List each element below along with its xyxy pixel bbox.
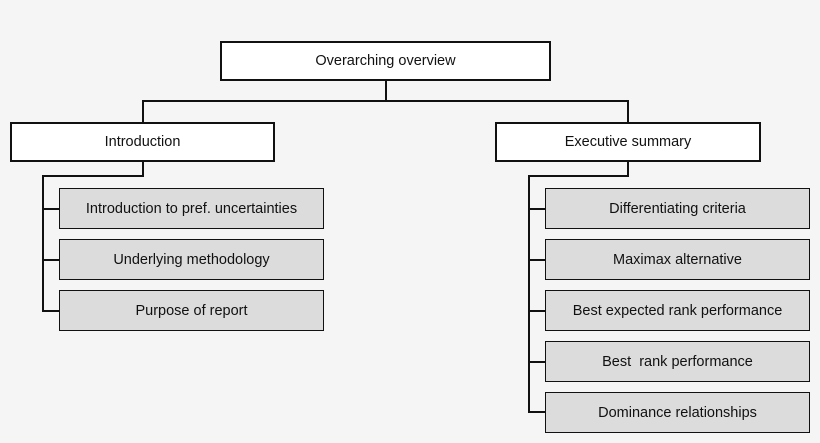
left-child-label-1: Introduction to pref. uncertainties bbox=[85, 200, 298, 217]
connector-right-child-1 bbox=[528, 208, 546, 210]
executive-summary-node-label: Executive summary bbox=[564, 134, 692, 150]
connector-left-child-3 bbox=[42, 310, 60, 312]
connector-root-down bbox=[385, 80, 387, 101]
connector-to-introduction bbox=[142, 100, 144, 122]
left-child-label-2: Underlying methodology bbox=[113, 251, 270, 268]
connector-executive-summary-elbow bbox=[528, 175, 629, 177]
connector-right-child-2 bbox=[528, 259, 546, 261]
connector-left-child-1 bbox=[42, 208, 60, 210]
left-child-label-3: Purpose of report bbox=[135, 302, 248, 319]
connector-right-child-3 bbox=[528, 310, 546, 312]
right-child-label-3: Best expected rank performance bbox=[572, 302, 783, 319]
connector-introduction-spine bbox=[42, 175, 44, 312]
right-child-node-4: Best rank performance bbox=[545, 341, 810, 382]
right-child-label-1: Differentiating criteria bbox=[609, 200, 746, 217]
left-child-node-1: Introduction to pref. uncertainties bbox=[59, 188, 324, 229]
right-child-label-2: Maximax alternative bbox=[613, 251, 742, 268]
connector-introduction-elbow bbox=[42, 175, 144, 177]
root-node-label: Overarching overview bbox=[315, 53, 456, 69]
introduction-node-label: Introduction bbox=[104, 134, 181, 150]
connector-to-executive-summary bbox=[627, 100, 629, 122]
left-child-node-3: Purpose of report bbox=[59, 290, 324, 331]
connector-top-bar bbox=[142, 100, 629, 102]
connector-introduction-stem bbox=[142, 161, 144, 176]
connector-right-child-4 bbox=[528, 361, 546, 363]
connector-left-child-2 bbox=[42, 259, 60, 261]
connector-executive-summary-stem bbox=[627, 161, 629, 176]
connector-executive-summary-spine bbox=[528, 175, 530, 413]
right-child-node-2: Maximax alternative bbox=[545, 239, 810, 280]
right-child-label-4: Best rank performance bbox=[602, 353, 753, 370]
right-child-label-5: Dominance relationships bbox=[598, 404, 757, 421]
root-node: Overarching overview bbox=[220, 41, 551, 81]
right-child-node-3: Best expected rank performance bbox=[545, 290, 810, 331]
connector-right-child-5 bbox=[528, 411, 546, 413]
left-child-node-2: Underlying methodology bbox=[59, 239, 324, 280]
right-child-node-1: Differentiating criteria bbox=[545, 188, 810, 229]
introduction-node: Introduction bbox=[10, 122, 275, 162]
right-child-node-5: Dominance relationships bbox=[545, 392, 810, 433]
executive-summary-node: Executive summary bbox=[495, 122, 761, 162]
